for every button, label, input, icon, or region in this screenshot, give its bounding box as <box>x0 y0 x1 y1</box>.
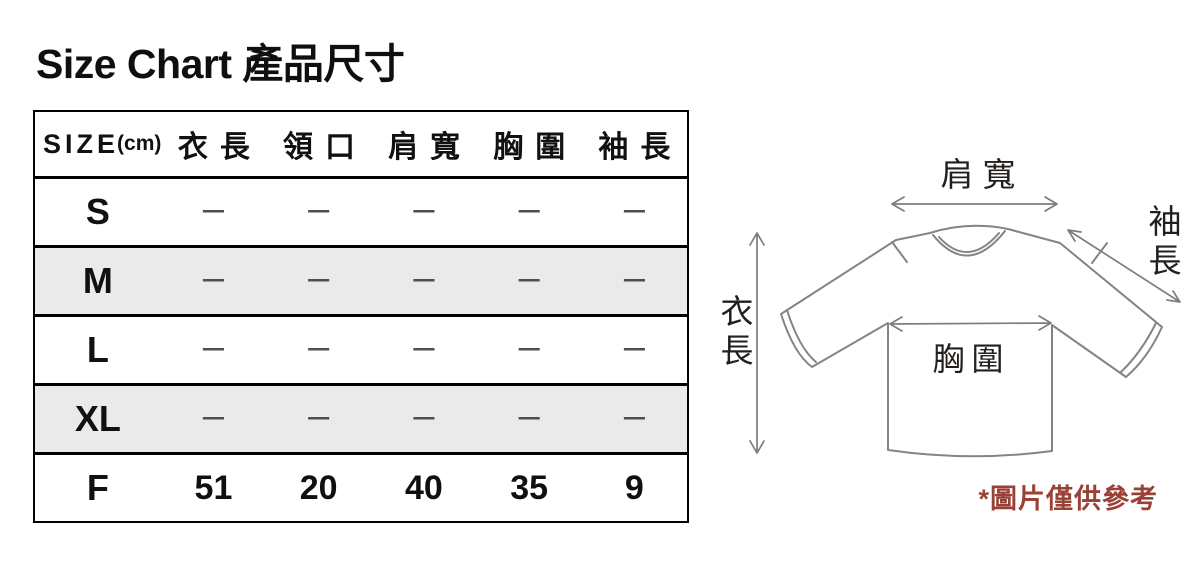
cell-value: 40 <box>405 468 443 507</box>
table-row-s: S – – – – – <box>35 176 687 245</box>
cell-value: – <box>413 256 435 299</box>
row-size-label: XL <box>74 398 121 439</box>
cell-value: 51 <box>194 468 233 507</box>
table-row-l: L – – – – – <box>35 314 687 383</box>
table-row-xl: XL – – – – – <box>35 383 687 452</box>
cell-value: – <box>308 187 330 230</box>
size-word: SIZE <box>43 128 120 159</box>
shoulder-width-arrow <box>891 196 1058 212</box>
cell-value: – <box>413 187 435 230</box>
cell-value: – <box>623 325 645 368</box>
right-shoulder-tick <box>1091 242 1108 264</box>
cell-value: – <box>202 325 225 368</box>
table-row-f: F 51 20 40 35 9 <box>35 452 687 521</box>
cell-value: 20 <box>299 468 338 507</box>
cell-value: – <box>518 325 540 368</box>
cell-value: 35 <box>510 468 549 507</box>
table-row-m: M – – – – – <box>35 245 687 314</box>
cell-value: – <box>413 394 435 437</box>
cell-value: – <box>623 256 645 299</box>
chest-width-arrow <box>889 315 1052 332</box>
sleeve-length-arrow <box>1067 229 1181 303</box>
cell-value: – <box>308 394 330 437</box>
left-cuff-line <box>786 309 817 363</box>
cell-value: – <box>518 187 540 230</box>
row-size-label: L <box>86 329 109 370</box>
cell-value: – <box>202 256 225 299</box>
cell-value: – <box>623 187 645 230</box>
column-header-shoulder: 肩寬 <box>388 131 473 164</box>
right-cuff-line <box>1120 322 1157 373</box>
column-header-chest: 胸圍 <box>493 131 578 164</box>
garment-length-label: 衣長 <box>716 294 753 372</box>
shirt-diagram-svg <box>749 196 1181 458</box>
reference-note: *圖片僅供參考 <box>978 484 1158 514</box>
cell-value: – <box>308 325 330 368</box>
cell-value: 9 <box>624 468 644 507</box>
cell-value: – <box>202 394 225 437</box>
row-size-label: F <box>86 467 109 508</box>
column-header-neck: 領口 <box>283 131 368 164</box>
collar-outer-line <box>932 230 1006 257</box>
size-diagram: 肩寬 袖長 衣長 胸圍 *圖片僅供參考 <box>700 120 1200 578</box>
column-header-garment-length: 衣長 <box>177 131 262 164</box>
chest-width-label: 胸圍 <box>932 341 1011 377</box>
cell-value: – <box>623 394 645 437</box>
page-title: Size Chart 產品尺寸 <box>36 41 405 87</box>
collar-inner-line <box>938 232 1000 254</box>
sleeve-length-label: 袖長 <box>1144 204 1181 282</box>
size-table: SIZE(cm) 衣長 領口 肩寬 胸圍 袖長 S – – – – – M – … <box>33 110 689 523</box>
shirt-outline <box>780 224 1163 458</box>
garment-length-arrow <box>749 232 765 454</box>
unit-word: (cm) <box>117 132 162 155</box>
cell-value: – <box>202 187 225 230</box>
left-shoulder-tick <box>891 241 908 263</box>
cell-value: – <box>308 256 330 299</box>
column-header-sleeve: 袖長 <box>598 131 683 164</box>
cell-value: – <box>518 256 540 299</box>
column-header-size: SIZE(cm) <box>35 112 161 176</box>
row-size-label: M <box>82 260 113 301</box>
shoulder-width-label: 肩寬 <box>940 156 1025 193</box>
row-size-label: S <box>85 191 110 232</box>
cell-value: – <box>413 325 435 368</box>
table-header-row: SIZE(cm) 衣長 領口 肩寬 胸圍 袖長 <box>35 112 687 176</box>
cell-value: – <box>518 394 540 437</box>
